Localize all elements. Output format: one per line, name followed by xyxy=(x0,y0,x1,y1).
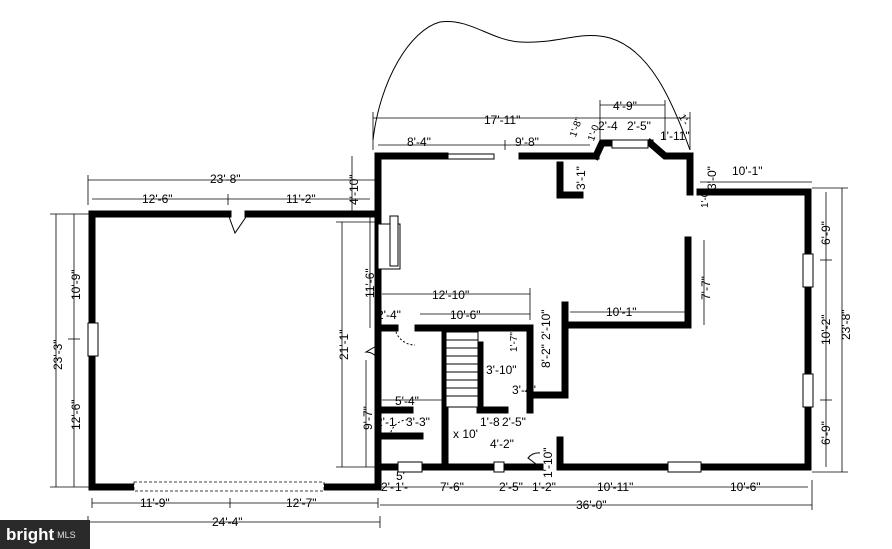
dim-2-5c: 2'-5" xyxy=(499,480,523,494)
dim-6-9b: 6'-9" xyxy=(819,421,833,445)
dim-10-6-mid: 10'-6" xyxy=(450,308,481,322)
front-window xyxy=(447,153,495,160)
dim-7-7: 7'-7" xyxy=(699,276,713,300)
staircase xyxy=(445,331,479,408)
dim-2-5b: 2'-5" xyxy=(502,415,526,429)
dim-1-7: 1'-7" xyxy=(509,332,520,352)
dim-36-0: 36'-0" xyxy=(576,498,607,512)
dim-1-10: 1'-10" xyxy=(541,447,555,478)
right-window-bottom xyxy=(802,373,814,408)
garage-window xyxy=(87,322,99,357)
dim-2-4b: 2'-4" xyxy=(377,308,401,322)
dim-3-3: 3'-3" xyxy=(406,415,430,429)
dim-12-7: 12'-7" xyxy=(286,496,317,510)
dim-23-3: 23'-3" xyxy=(51,339,65,370)
dim-12-6-left: 12'-6" xyxy=(69,399,83,430)
dim-10-1-mid: 10'-1" xyxy=(606,305,637,319)
dim-3-0: 3'-0" xyxy=(705,166,719,190)
door-swing-foyer xyxy=(364,344,379,360)
dimension-lines xyxy=(50,100,848,528)
door-swing-bath xyxy=(389,419,411,437)
dim-10-2: 10'-2" xyxy=(819,314,833,345)
garage-entry-door xyxy=(227,213,249,235)
dim-2-5a: 2'-5" xyxy=(627,119,651,133)
dim-3-4: 3'-4" xyxy=(512,383,536,397)
dim-1-0b: 1'-0" xyxy=(700,188,711,208)
watermark-suffix: MLS xyxy=(57,529,76,540)
house-walls xyxy=(374,138,812,491)
rear-window-right xyxy=(667,461,702,473)
dim-3-10: 3'-10" xyxy=(486,363,517,377)
dim-12-10: 12'-10" xyxy=(432,288,469,302)
garage-walls xyxy=(88,210,382,491)
dim-23-8-top: 23'-8" xyxy=(210,172,241,186)
dim-5: 5' xyxy=(396,469,405,483)
dim-2-10: 2'-10" xyxy=(539,309,553,340)
bay-window xyxy=(611,139,649,149)
dim-1-x: 1'- xyxy=(676,113,691,128)
dim-4-9: 4'-9" xyxy=(613,99,637,113)
dim-21-1: 21'-1" xyxy=(337,329,351,360)
dim-24-4: 24'-4" xyxy=(212,515,243,529)
dim-10-6-bot: 10'-6" xyxy=(730,480,761,494)
dim-1-11: 1'-11" xyxy=(660,129,690,143)
dim-4-10: 4'-10" xyxy=(347,174,361,205)
door-swing-rear xyxy=(527,452,541,468)
interior-walls xyxy=(374,161,692,471)
dim-11-6: 11'-6" xyxy=(363,268,377,298)
dim-4-2: 4'-2" xyxy=(490,437,514,451)
dim-9-7: 9'-7" xyxy=(361,406,375,430)
dim-10-9: 10'-9" xyxy=(69,269,83,300)
dim-10-1-top: 10'-1" xyxy=(732,164,763,178)
dim-11-2: 11'-2" xyxy=(286,192,316,206)
bright-mls-watermark: bright MLS xyxy=(0,520,90,549)
rear-window-left xyxy=(397,461,423,473)
dim-6-9a: 6'-9" xyxy=(819,221,833,245)
dim-12-6-top: 12'-6" xyxy=(142,192,173,206)
garage-door xyxy=(133,481,325,492)
dim-x-10: x 10' xyxy=(453,427,478,441)
dim-1-0: 1'-0 xyxy=(586,123,602,143)
watermark-brand: bright xyxy=(6,524,55,544)
dim-7-6: 7'-6" xyxy=(440,480,464,494)
dimension-labels: 17'-11" 4'-9" 8'-4" 9'-8" 1'-8" 1'-0 2'-… xyxy=(51,99,853,529)
dim-2-bot: 2'- xyxy=(381,480,394,494)
dim-2-4: 2'-4 xyxy=(598,119,618,133)
rear-door-box xyxy=(493,461,505,473)
dim-9-8: 9'-8" xyxy=(515,135,539,149)
dim-8-2: 8'-2" xyxy=(539,344,553,368)
dim-1-8b: 1'-8 xyxy=(480,415,500,429)
dim-11-9: 11'-9" xyxy=(140,496,170,510)
dim-5-4: 5'-4" xyxy=(395,394,419,408)
dim-3-1: 3'-1" xyxy=(574,166,588,190)
dim-8-4: 8'-4" xyxy=(407,135,431,149)
dim-17-11: 17'-11" xyxy=(484,113,520,127)
dim-1-8: 1'-8" xyxy=(568,116,585,139)
dim-10-11: 10'-11" xyxy=(597,480,633,494)
outline-curve xyxy=(372,21,691,151)
dim-23-8-right: 23'-8" xyxy=(839,309,853,340)
dim-1-bot: 1'- xyxy=(395,480,408,494)
dim-1-2: 1'-2" xyxy=(532,480,556,494)
dim-2-1: 2'-1 xyxy=(376,415,396,429)
right-window-top xyxy=(802,253,814,288)
